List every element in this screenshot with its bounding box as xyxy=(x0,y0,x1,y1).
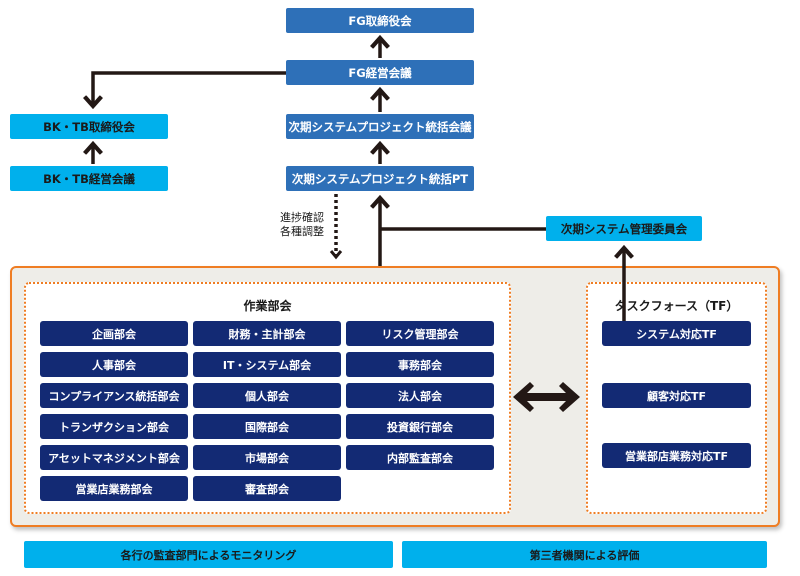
fg-board-box: FG取締役会 xyxy=(286,8,474,33)
working-group-box: 投資銀行部会 xyxy=(346,414,494,439)
working-group-box: 財務・主計部会 xyxy=(193,321,341,346)
working-group-box: リスク管理部会 xyxy=(346,321,494,346)
working-group-box: 内部監査部会 xyxy=(346,445,494,470)
bk-tb-board-box: BK・TB取締役会 xyxy=(10,114,168,139)
working-group-box: 営業店業務部会 xyxy=(40,476,188,501)
progress-note-line1: 進捗確認 xyxy=(280,211,324,224)
working-groups-heading: 作業部会 xyxy=(243,299,292,313)
working-group-box: 事務部会 xyxy=(346,352,494,377)
tf-box: 顧客対応TF xyxy=(602,383,751,408)
working-group-box: アセットマネジメント部会 xyxy=(40,445,188,470)
progress-note: 進捗確認 各種調整 xyxy=(262,211,324,239)
tf-box: システム対応TF xyxy=(602,321,751,346)
tf-box: 営業部店業務対応TF xyxy=(602,443,751,468)
working-group-box: トランザクション部会 xyxy=(40,414,188,439)
third-party-evaluation-bar: 第三者機関による評価 xyxy=(402,541,767,568)
working-group-box: コンプライアンス統括部会 xyxy=(40,383,188,408)
arrow-down-icon xyxy=(93,71,286,106)
working-group-box: 個人部会 xyxy=(193,383,341,408)
audit-monitoring-bar: 各行の監査部門によるモニタリング xyxy=(24,541,393,568)
working-group-box: 企画部会 xyxy=(40,321,188,346)
working-group-box: 人事部会 xyxy=(40,352,188,377)
management-committee-box: 次期システム管理委員会 xyxy=(546,216,702,241)
progress-note-line2: 各種調整 xyxy=(280,225,324,238)
working-group-box: IT・システム部会 xyxy=(193,352,341,377)
working-group-box: 国際部会 xyxy=(193,414,341,439)
project-pt-box: 次期システムプロジェクト統括PT xyxy=(286,166,474,191)
working-group-box: 法人部会 xyxy=(346,383,494,408)
working-group-box: 審査部会 xyxy=(193,476,341,501)
fg-management-box: FG経営会議 xyxy=(286,60,474,85)
bk-tb-management-box: BK・TB経営会議 xyxy=(10,166,168,191)
task-force-heading: タスクフォース（TF） xyxy=(614,299,739,313)
dotted-arrow-head xyxy=(329,250,343,260)
working-group-box: 市場部会 xyxy=(193,445,341,470)
project-council-box: 次期システムプロジェクト統括会議 xyxy=(286,114,474,139)
